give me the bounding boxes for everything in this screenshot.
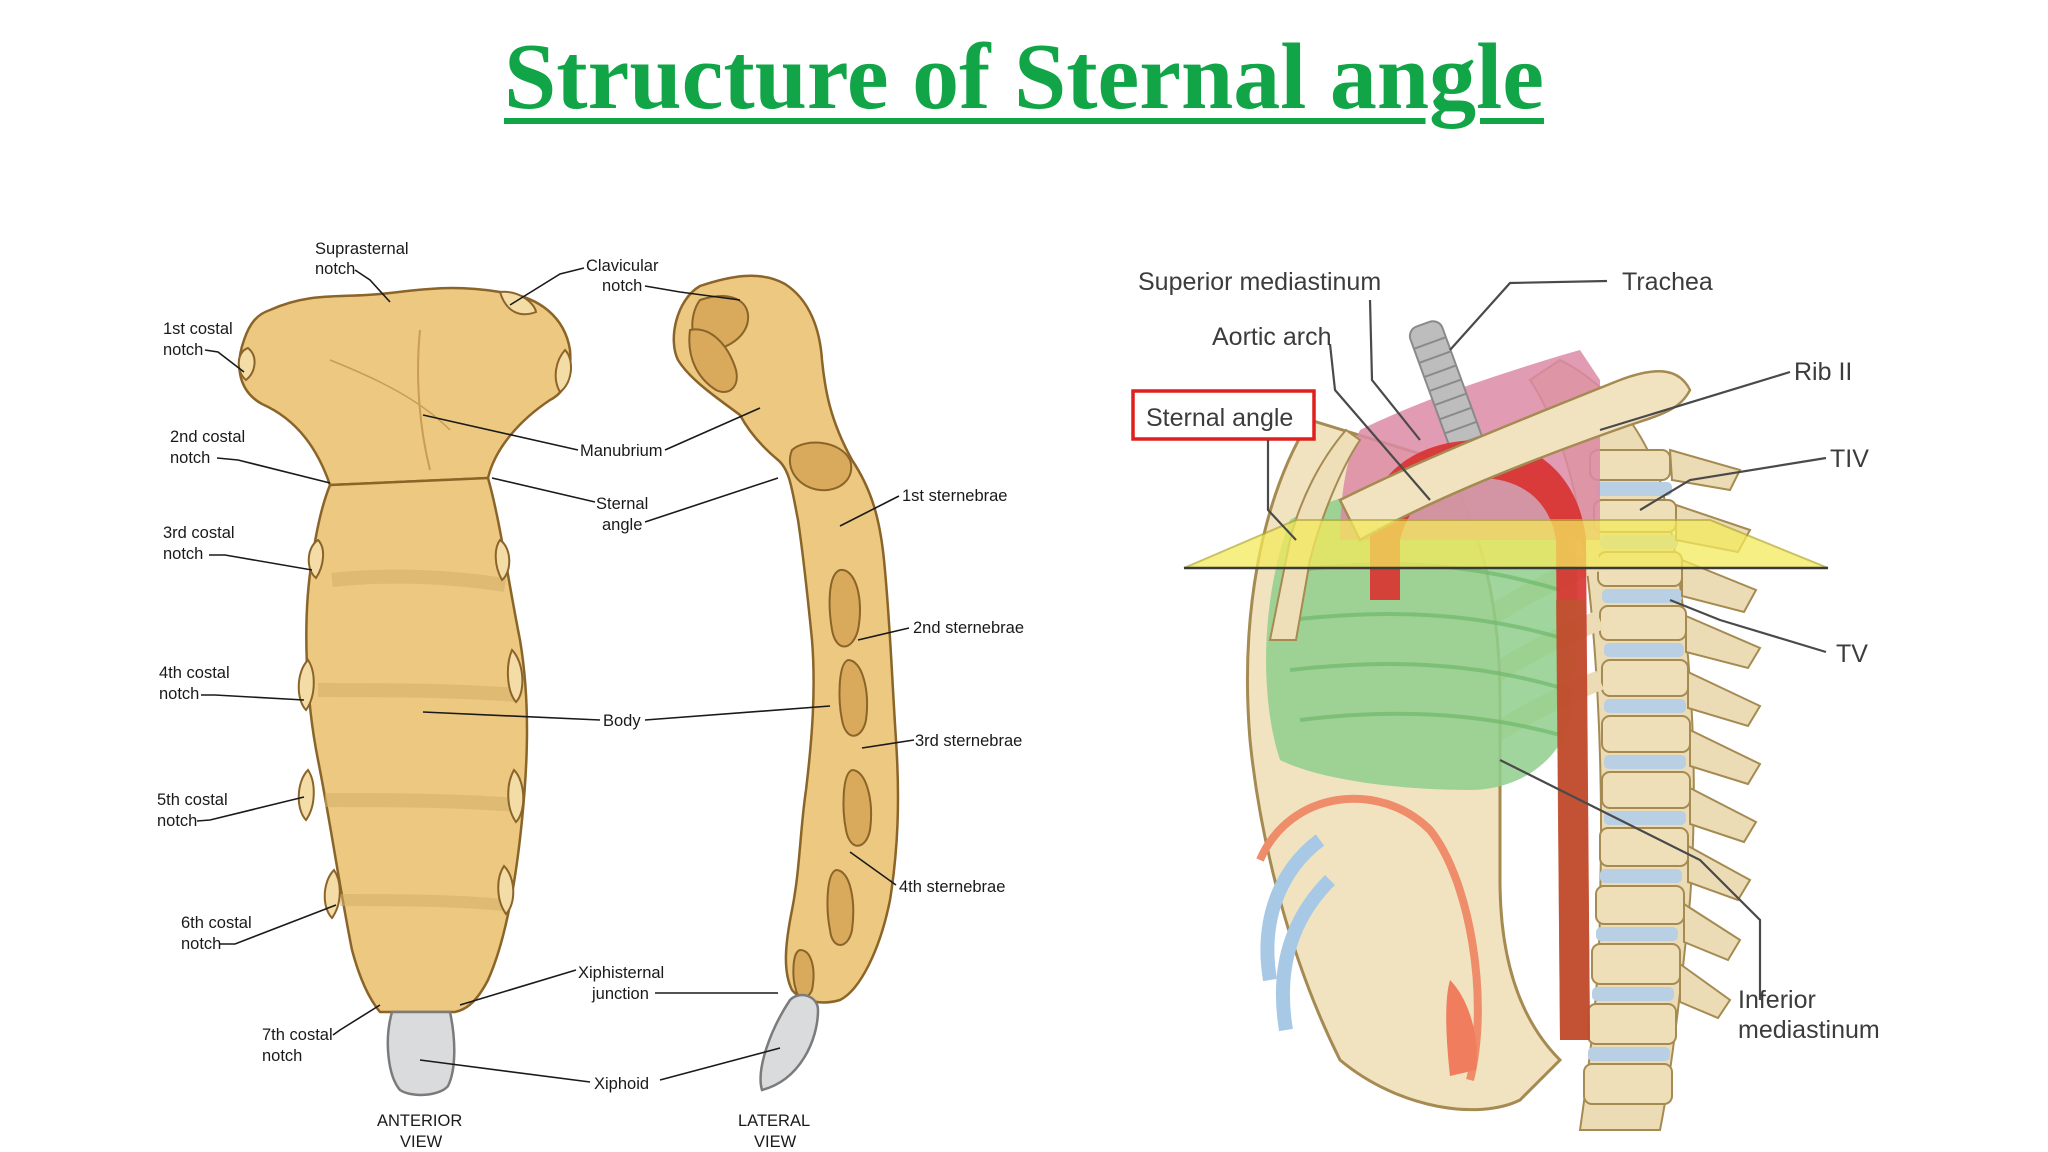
xiphoid-shape bbox=[386, 1010, 456, 1097]
sternum-figure: Suprasternal notch Clavicular notch 1st … bbox=[157, 240, 1024, 1151]
rib-cage bbox=[1246, 418, 1563, 1112]
sternum-body-shape bbox=[305, 476, 529, 1014]
sternal-angle-highlight-box bbox=[1131, 389, 1316, 441]
label-costal-7: 7th costal bbox=[262, 1026, 333, 1044]
label-sternal-angle: Sternal bbox=[596, 495, 648, 513]
label-sternal-angle-2: angle bbox=[602, 516, 642, 534]
first-costal-notch-shape bbox=[237, 346, 256, 382]
label-tv: TV bbox=[1836, 640, 1868, 668]
label-costal-6: 6th costal bbox=[181, 914, 252, 932]
label-sternebrae-3: 3rd sternebrae bbox=[915, 732, 1022, 750]
manubrium-shape bbox=[238, 286, 572, 487]
label-aortic-arch: Aortic arch bbox=[1212, 323, 1331, 351]
label-costal-4-2: notch bbox=[159, 685, 199, 703]
slide-title-text: Structure of Sternal angle bbox=[504, 25, 1544, 129]
label-anterior-view-2: VIEW bbox=[400, 1133, 443, 1151]
lateral-xiphoid-shape bbox=[759, 993, 820, 1092]
label-superior-mediastinum: Superior mediastinum bbox=[1138, 268, 1381, 296]
ribs bbox=[1362, 550, 1604, 847]
label-rib-ii: Rib II bbox=[1794, 358, 1852, 386]
label-xiphisternal-junction: Xiphisternal bbox=[578, 964, 664, 982]
label-costal-4: 4th costal bbox=[159, 664, 230, 682]
label-tiv: TIV bbox=[1830, 445, 1869, 473]
aortic-arch-shape bbox=[1370, 440, 1590, 1040]
slide-title: Structure of Sternal angle bbox=[0, 25, 2048, 129]
label-clavicular-notch: Clavicular bbox=[586, 257, 659, 275]
label-sternal-angle-right: Sternal angle bbox=[1146, 404, 1293, 432]
label-lateral-view-2: VIEW bbox=[754, 1133, 797, 1151]
label-costal-5: 5th costal bbox=[157, 791, 228, 809]
label-costal-1: 1st costal bbox=[163, 320, 233, 338]
label-costal-6-2: notch bbox=[181, 935, 221, 953]
label-lateral-view: LATERAL bbox=[738, 1112, 810, 1130]
label-xiphoid: Xiphoid bbox=[594, 1075, 649, 1093]
superior-mediastinum-area bbox=[1340, 350, 1600, 540]
transverse-thoracic-plane bbox=[1183, 519, 1829, 569]
clavicular-notch-shape bbox=[498, 290, 538, 316]
label-costal-5-2: notch bbox=[157, 812, 197, 830]
label-manubrium: Manubrium bbox=[580, 442, 663, 460]
label-anterior-view: ANTERIOR bbox=[377, 1112, 462, 1130]
trachea-shape bbox=[1408, 320, 1486, 460]
label-costal-2-2: notch bbox=[170, 449, 210, 467]
label-costal-2: 2nd costal bbox=[170, 428, 245, 446]
label-sternebrae-1: 1st sternebrae bbox=[902, 487, 1007, 505]
label-sternebrae-4: 4th sternebrae bbox=[899, 878, 1005, 896]
label-trachea: Trachea bbox=[1622, 268, 1713, 296]
label-costal-7-2: notch bbox=[262, 1047, 302, 1065]
label-suprasternal-notch-2: notch bbox=[315, 260, 355, 278]
label-body: Body bbox=[603, 712, 641, 730]
inferior-mediastinum-area bbox=[1266, 470, 1578, 790]
label-clavicular-notch-2: notch bbox=[602, 277, 642, 295]
vertebral-column bbox=[1528, 358, 1762, 1131]
label-inferior-mediastinum: Inferior bbox=[1738, 986, 1816, 1014]
label-costal-3-2: notch bbox=[163, 545, 203, 563]
label-inferior-mediastinum-2: mediastinum bbox=[1738, 1016, 1880, 1044]
label-xiphisternal-junction-2: junction bbox=[591, 985, 649, 1003]
label-sternebrae-2: 2nd sternebrae bbox=[913, 619, 1024, 637]
label-suprasternal-notch: Suprasternal bbox=[315, 240, 409, 258]
label-costal-3: 3rd costal bbox=[163, 524, 235, 542]
label-costal-1-2: notch bbox=[163, 341, 203, 359]
rib-ii-shape bbox=[1338, 370, 1692, 542]
